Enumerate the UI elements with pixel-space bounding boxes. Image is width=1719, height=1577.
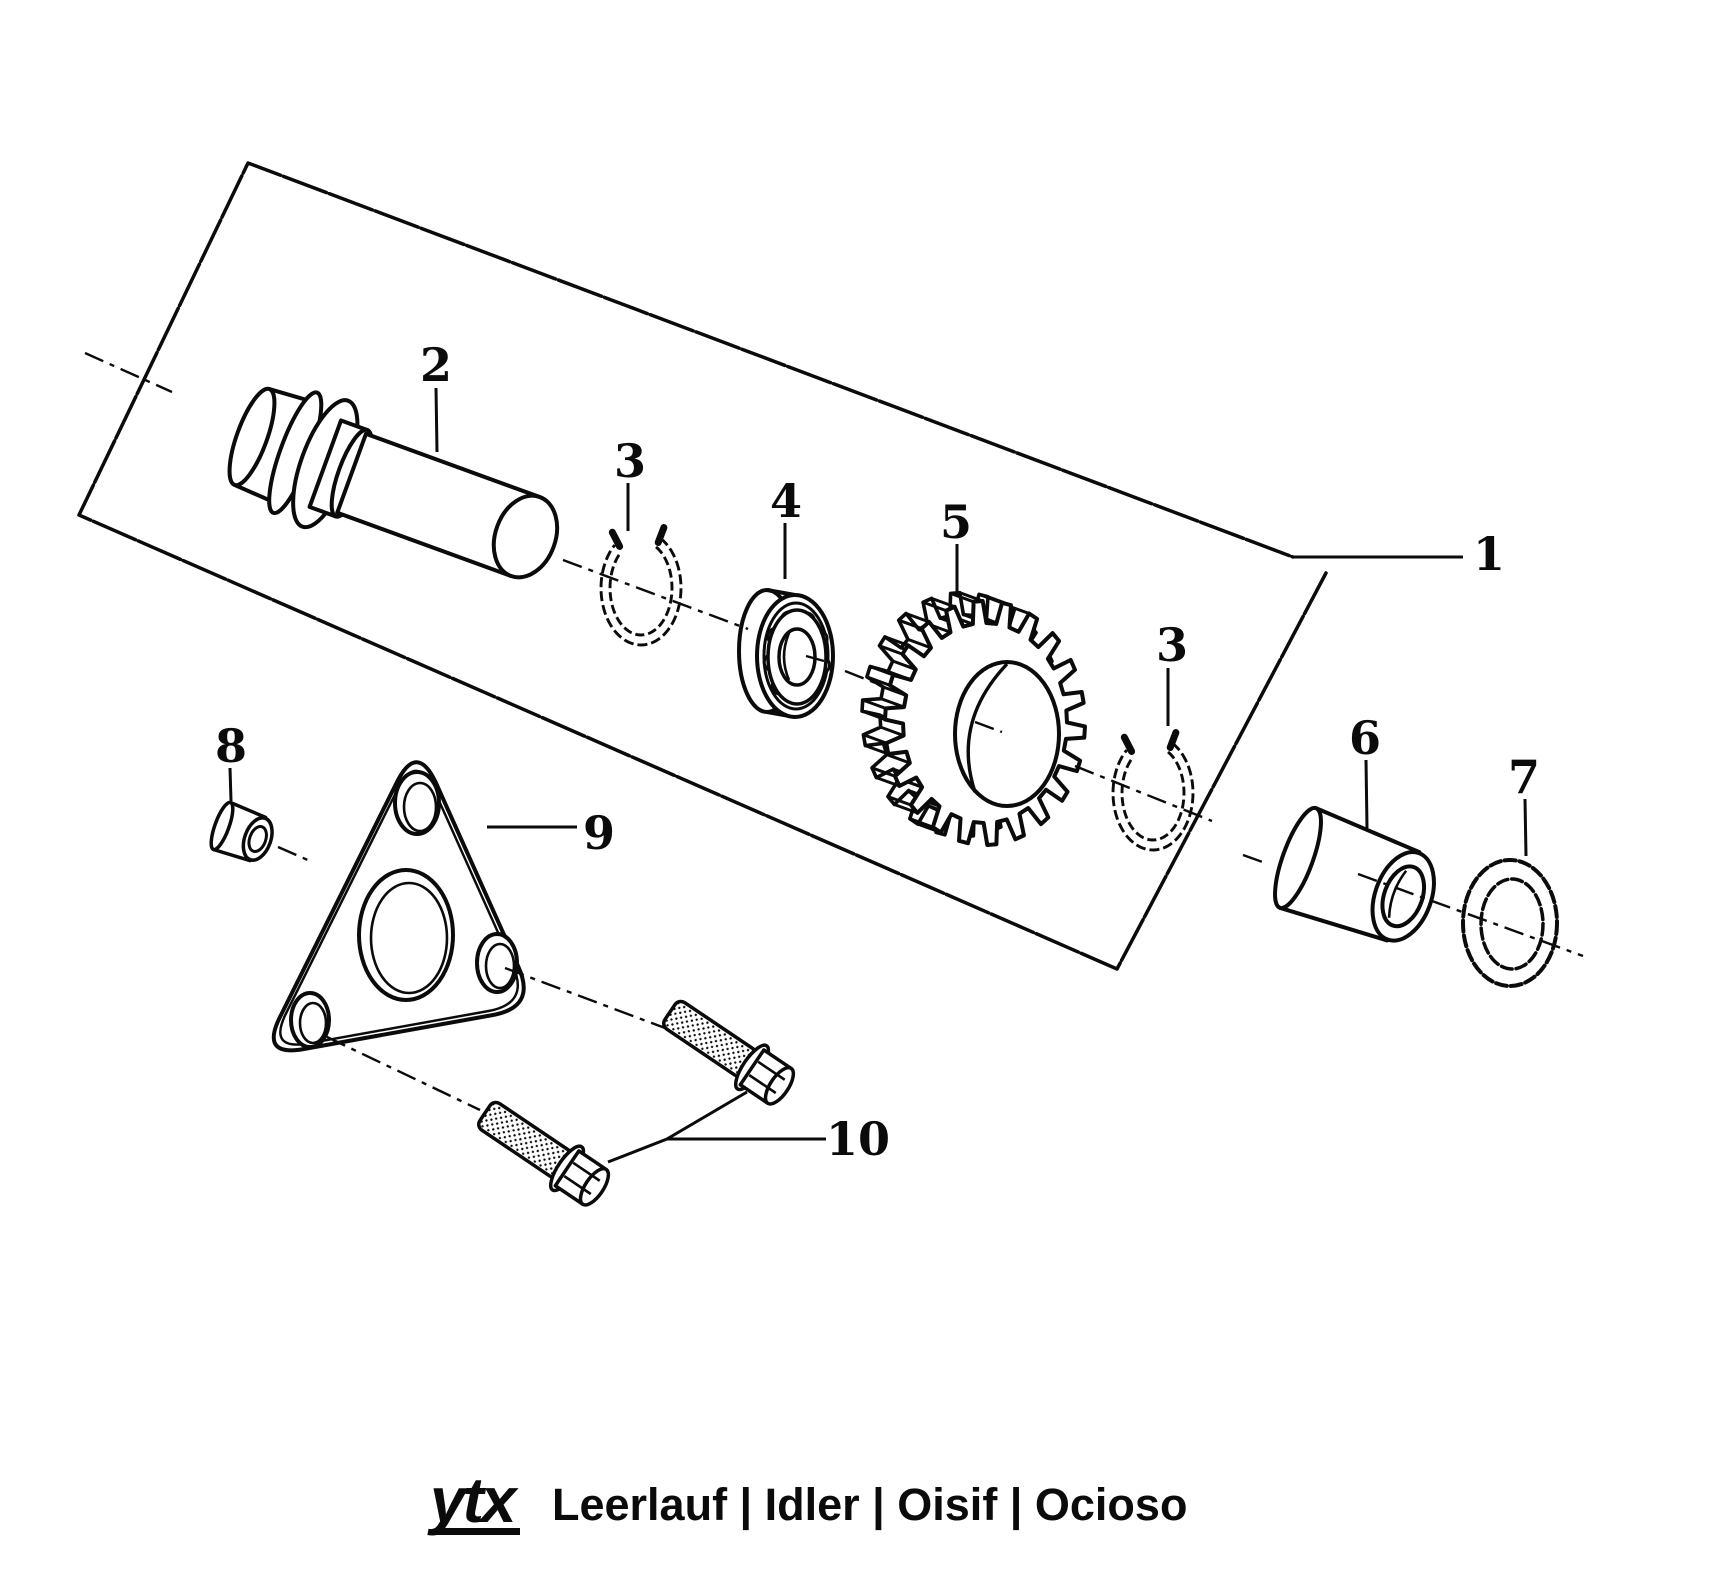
bearing-outer-race-edge bbox=[762, 601, 830, 711]
collar-bore-wall bbox=[1387, 869, 1408, 918]
circlip-outer-edge bbox=[1111, 742, 1195, 852]
part-label-2: 2 bbox=[420, 338, 452, 392]
bolt-upper-head-face bbox=[763, 1065, 796, 1106]
part-label-1: 1 bbox=[1473, 527, 1505, 581]
part-label-4: 4 bbox=[770, 474, 802, 528]
part-idler-gear bbox=[860, 590, 1087, 847]
part-washer bbox=[1461, 858, 1559, 988]
gear-bore-wall bbox=[966, 662, 1009, 793]
plate-hole-bottom-right bbox=[475, 932, 519, 994]
plate-hole-center-boss bbox=[357, 868, 455, 1002]
spacer-back-face bbox=[209, 800, 235, 852]
circlip-outer-edge bbox=[599, 537, 683, 647]
part-bolt-lower bbox=[477, 1100, 611, 1207]
part-cover-plate bbox=[271, 760, 526, 1053]
leader-8 bbox=[228, 767, 233, 802]
part-label-8: 8 bbox=[215, 719, 247, 773]
circlip-ear bbox=[1166, 729, 1180, 752]
bearing-bore bbox=[777, 627, 817, 687]
circlip-ear bbox=[608, 528, 624, 550]
spacer-bore bbox=[247, 824, 268, 854]
washer-inner-edge bbox=[1479, 877, 1545, 971]
collar-back-face bbox=[1273, 805, 1323, 911]
part-label-5: 5 bbox=[940, 495, 972, 549]
assembly-plane-outline bbox=[77, 161, 1328, 971]
plate-hole-center bbox=[369, 881, 449, 995]
collar-bore bbox=[1380, 864, 1427, 929]
part-label-7: 7 bbox=[1508, 750, 1540, 804]
part-label-6: 6 bbox=[1349, 711, 1381, 765]
brand-logo: ytx bbox=[427, 1464, 519, 1536]
circlip-ear bbox=[1120, 733, 1136, 755]
plate-hole-top bbox=[393, 770, 441, 836]
plate-hole-bottom-left-chamfer bbox=[298, 1001, 328, 1045]
part-spacer-bushing bbox=[209, 800, 274, 863]
circlip-ear bbox=[654, 524, 668, 547]
circlip-inner-edge bbox=[1120, 750, 1186, 842]
part-bolt-upper bbox=[662, 999, 796, 1106]
washer-outer-edge bbox=[1461, 858, 1559, 988]
part-idler-shaft bbox=[227, 386, 560, 580]
part-label-10: 10 bbox=[826, 1112, 890, 1166]
plate-hole-top-chamfer bbox=[402, 781, 438, 833]
leader-7 bbox=[1523, 798, 1528, 857]
plate-hole-bottom-right-chamfer bbox=[484, 942, 516, 990]
circlip-inner-edge bbox=[608, 545, 674, 637]
bolt-lower-head-facets bbox=[563, 1161, 601, 1196]
leader-6 bbox=[1364, 759, 1369, 829]
part-labels: 1 2 3 4 5 3 6 7 8 9 10 bbox=[215, 338, 1540, 1166]
part-label-9: 9 bbox=[583, 806, 615, 860]
bearing-bore-wall bbox=[782, 632, 791, 681]
bolt-lower-head-face bbox=[578, 1166, 611, 1207]
part-label-3b: 3 bbox=[1156, 618, 1188, 672]
shaft-head-end bbox=[227, 386, 277, 488]
footer-caption: Leerlauf | Idler | Oisif | Ocioso bbox=[552, 1479, 1187, 1531]
part-circlip-inner bbox=[599, 524, 683, 647]
footer: ytx Leerlauf | Idler | Oisif | Ocioso bbox=[427, 1464, 1187, 1536]
center-axis-lines bbox=[84, 351, 1584, 1112]
part-label-3a: 3 bbox=[614, 434, 646, 488]
bolt-upper-head-facets bbox=[748, 1060, 786, 1095]
plate-hole-bottom-left bbox=[289, 991, 331, 1049]
part-ball-bearing bbox=[737, 588, 835, 719]
brand-logo-underline bbox=[436, 1528, 520, 1535]
leader-2 bbox=[434, 387, 439, 453]
leader-10 bbox=[607, 1090, 826, 1164]
leader-lines bbox=[228, 387, 1528, 1164]
part-collar bbox=[1273, 805, 1436, 943]
part-circlip-outer bbox=[1111, 729, 1195, 852]
shaft-tip-face bbox=[491, 493, 560, 580]
